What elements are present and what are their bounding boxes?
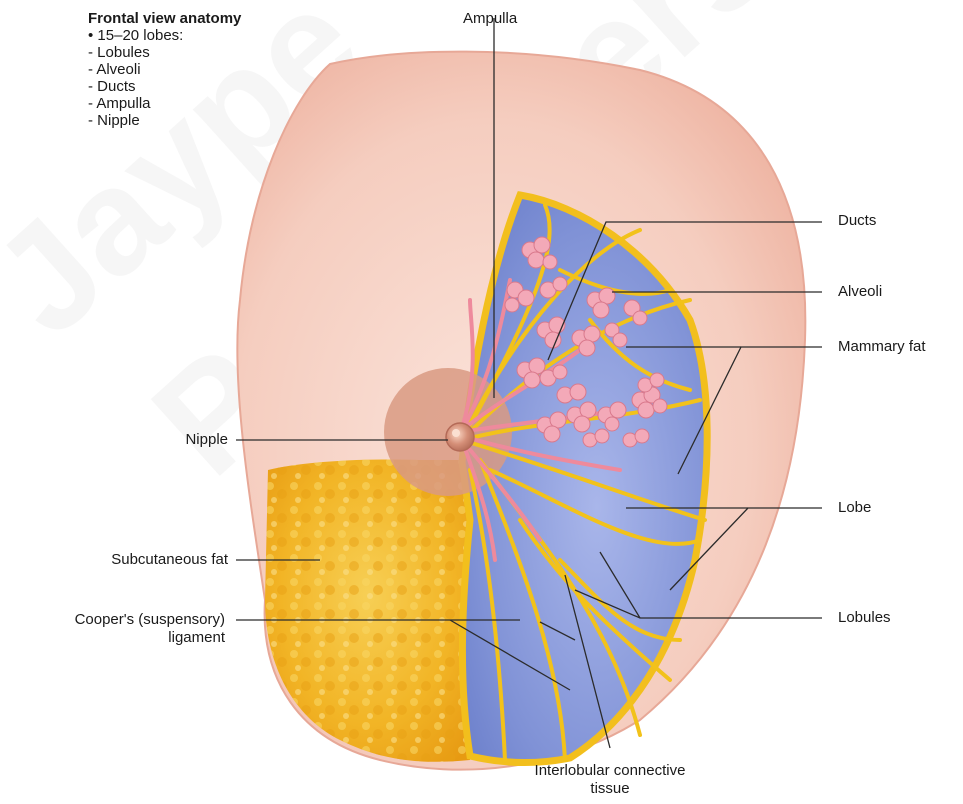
label-coopers-ligament-line2: ligament	[168, 629, 225, 646]
label-interlobular-line2: tissue	[510, 780, 710, 797]
label-lobe: Lobe	[838, 499, 871, 516]
legend-item: • 15–20 lobes:	[88, 27, 241, 44]
label-subcutaneous-fat: Subcutaneous fat	[111, 551, 228, 568]
label-mammary-fat: Mammary fat	[838, 338, 926, 355]
anatomy-legend: Frontal view anatomy • 15–20 lobes: - Lo…	[88, 10, 241, 129]
label-ducts: Ducts	[838, 212, 876, 229]
legend-item: - Alveoli	[88, 61, 241, 78]
label-alveoli: Alveoli	[838, 283, 882, 300]
nipple	[446, 423, 474, 451]
legend-item: - Ducts	[88, 78, 241, 95]
label-nipple: Nipple	[185, 431, 228, 448]
label-coopers-ligament-line1: Cooper's (suspensory)	[75, 611, 225, 628]
label-lobules: Lobules	[838, 609, 891, 626]
legend-item: - Ampulla	[88, 95, 241, 112]
label-interlobular-line1: Interlobular connective	[510, 762, 710, 779]
label-ampulla: Ampulla	[463, 10, 517, 27]
legend-title: Frontal view anatomy	[88, 10, 241, 27]
legend-item: - Lobules	[88, 44, 241, 61]
legend-item: - Nipple	[88, 112, 241, 129]
